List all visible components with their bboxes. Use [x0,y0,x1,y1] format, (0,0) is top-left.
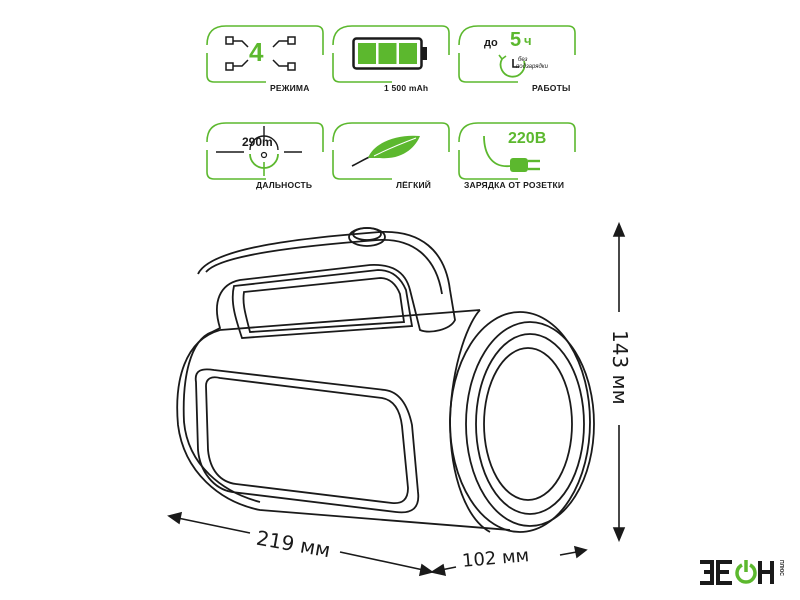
feature-tile-modes: 4 РЕЖИМА [206,25,324,93]
range-label: ДАЛЬНОСТЬ [256,180,313,190]
runtime-value: 5 [510,29,522,51]
modes-label: РЕЖИМА [270,83,310,93]
feature-tile-range: 290m ДАЛЬНОСТЬ [206,122,324,190]
light-label: ЛЁГКИЙ [396,180,432,190]
battery-label: 1 500 mAh [384,83,429,93]
runtime-note-2: подзарядки [516,64,548,70]
handle-outline [197,231,456,333]
runtime-label: РАБОТЫ [532,83,571,93]
runtime-note-1: без [518,57,528,63]
tile-frame [332,25,450,83]
plug-icon [483,135,540,172]
feature-tile-runtime: до 5 ч без подзарядки РАБОТЫ [458,25,576,93]
body-outline [176,329,511,531]
charging-label: ЗАРЯДКА ОТ РОЗЕТКИ [464,180,565,190]
brand-tagline: ПЛЮС [778,560,784,576]
feature-tile-battery: 1 500 mAh [332,25,450,93]
crosshair-icon [216,126,302,176]
modes-icon [225,36,296,71]
brand-logo: ПЛЮС ЗЕОН [698,558,788,593]
modes-value: 4 [249,37,264,67]
tile-frame [332,122,450,180]
lens [483,347,573,501]
feather-icon [351,135,420,167]
tile-frame [206,122,324,180]
lens-ring [475,333,585,515]
brand-logo-mark [700,560,774,585]
charging-value: 220В [508,130,547,147]
tile-frame [458,122,576,180]
height-dimension-label: 143 мм [608,330,632,405]
range-value: 290m [242,135,273,149]
runtime-unit: ч [524,33,532,48]
tile-frame [206,25,324,83]
clock-icon [498,54,526,78]
battery-icon [352,37,427,70]
handle-grip [231,269,414,339]
runtime-prefix: до [484,37,498,49]
tile-frame [458,25,576,83]
feature-tile-light: ЛЁГКИЙ [332,122,450,190]
side-panel [194,368,420,514]
flashlight-drawing [176,227,595,533]
feature-tile-charging: 220В ЗАРЯДКА ОТ РОЗЕТКИ [458,122,576,190]
